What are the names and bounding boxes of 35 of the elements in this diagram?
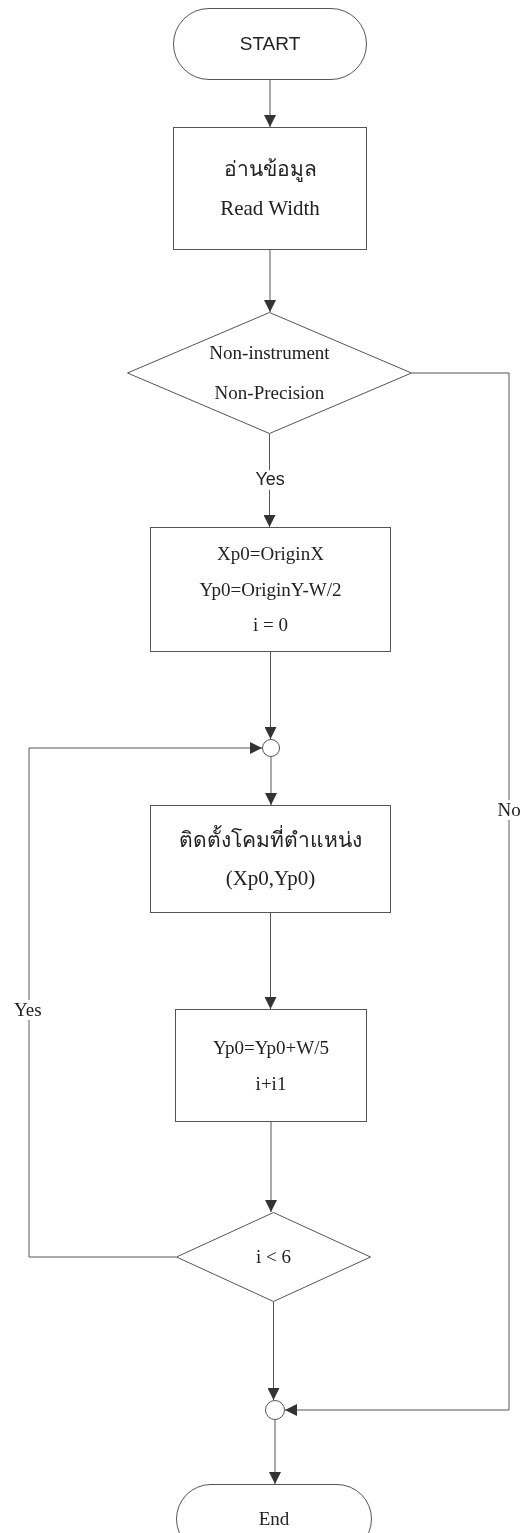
step-text: อ่านข้อมูล — [223, 157, 317, 182]
decision-diamond — [127, 312, 412, 434]
arrow — [28, 742, 263, 1258]
condition-text: Non-Precision — [214, 382, 325, 404]
step-text: Xp0=OriginX — [217, 542, 324, 565]
step-text: ติดตั้งโคมที่ตำแหน่ง — [179, 827, 362, 852]
step-text: i+i1 — [255, 1072, 287, 1095]
arrow — [264, 912, 277, 1010]
arrow — [269, 1419, 281, 1485]
edge-label: No — [495, 799, 523, 821]
arrow — [284, 372, 510, 1416]
step-text: Read Width — [220, 195, 320, 220]
step-text: (Xp0,Yp0) — [225, 866, 316, 891]
connector-circle — [265, 1400, 285, 1420]
process-box — [175, 1009, 367, 1122]
edge-label: Yes — [12, 999, 44, 1021]
arrow — [264, 651, 277, 740]
terminal-label: START — [239, 33, 301, 55]
terminal-label: End — [258, 1508, 290, 1530]
process-box — [150, 805, 391, 913]
arrow — [264, 79, 276, 128]
edge-label: Yes — [253, 470, 287, 490]
arrow — [265, 1121, 277, 1213]
arrow — [265, 756, 277, 806]
step-text: Yp0=OriginY-W/2 — [199, 578, 342, 601]
decision-diamond — [176, 1212, 371, 1302]
condition-text: Non-instrument — [209, 342, 330, 364]
arrow — [264, 249, 276, 313]
process-box — [150, 527, 391, 652]
process-box — [173, 127, 367, 250]
arrow — [267, 1301, 280, 1401]
step-text: i = 0 — [253, 614, 288, 637]
connector-circle — [262, 739, 280, 757]
step-text: Yp0=Yp0+W/5 — [212, 1036, 330, 1059]
condition-text: i < 6 — [256, 1246, 291, 1268]
